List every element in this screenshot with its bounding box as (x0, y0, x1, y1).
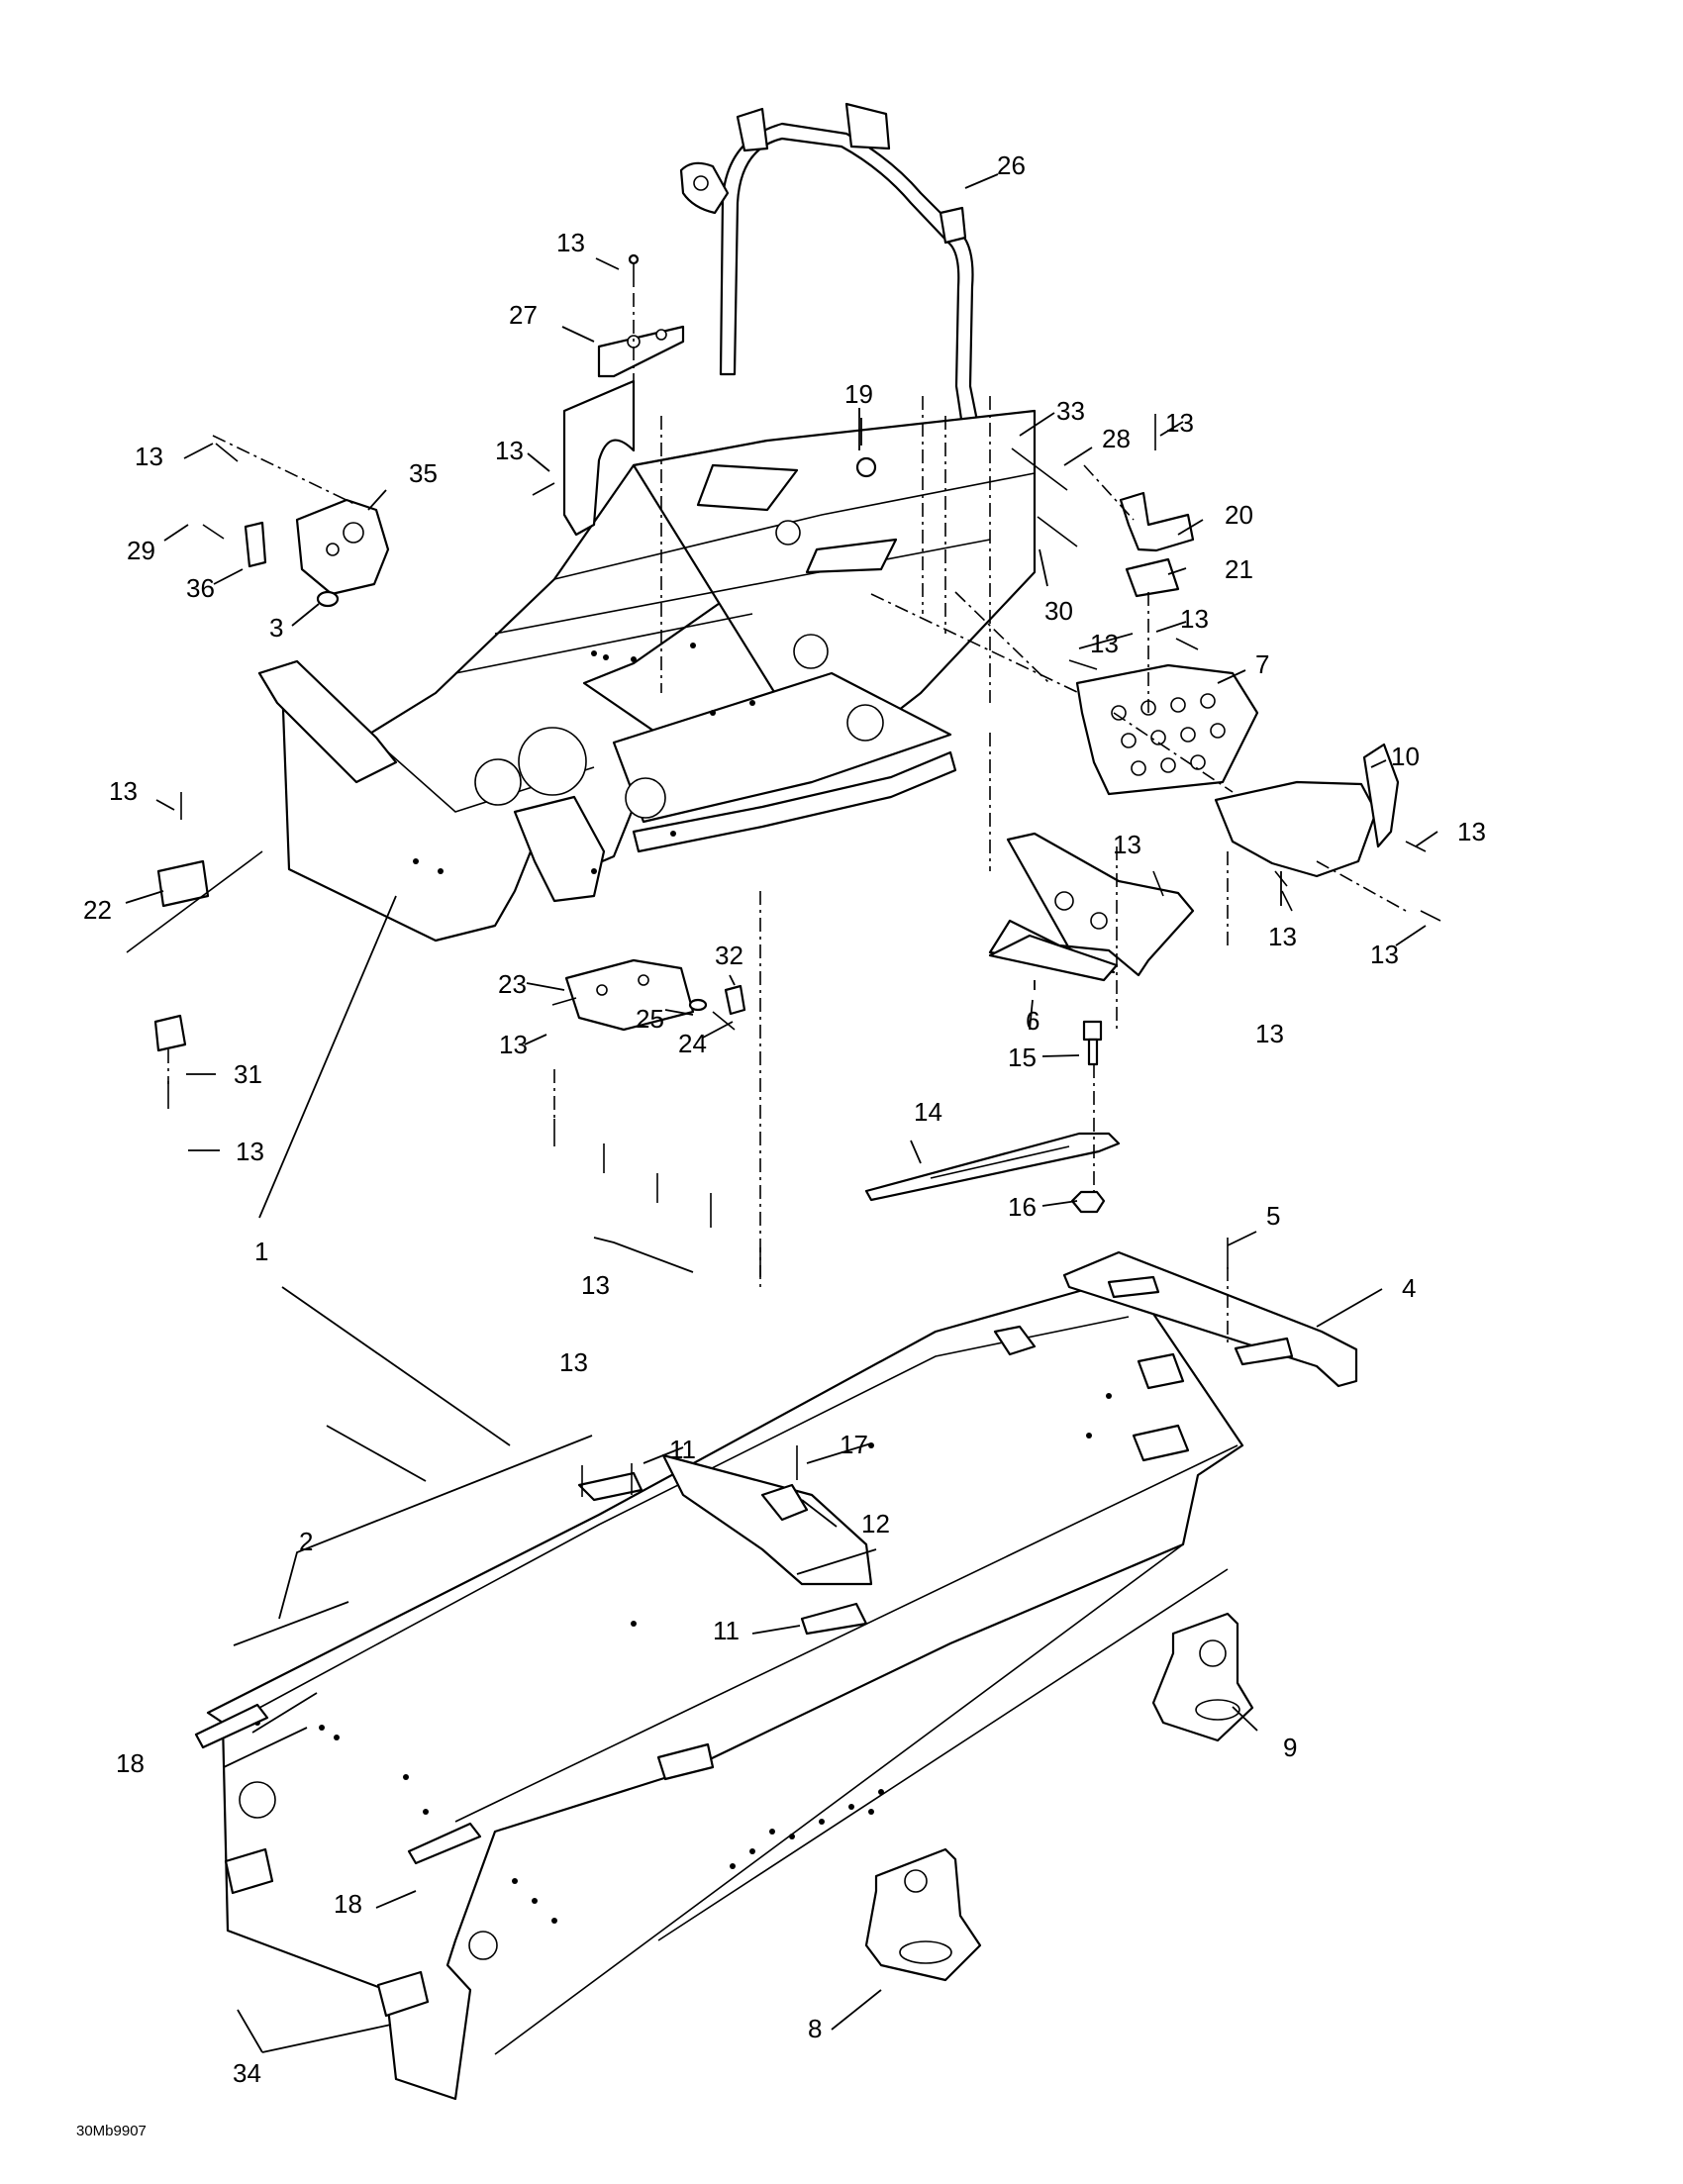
tunnel-part-2 (206, 1275, 1244, 2101)
callout-10: 10 (1391, 742, 1420, 771)
callout-9: 9 (1283, 1733, 1297, 1762)
callout-13-rear: 13 (559, 1347, 588, 1377)
callout-3: 3 (269, 613, 283, 643)
callout-35: 35 (409, 458, 438, 488)
plate-part-34-upper (224, 1847, 274, 1895)
reference-code: 30Mb9907 (76, 2123, 147, 2139)
bracket-part-20 (1119, 491, 1195, 552)
callout-34: 34 (233, 2058, 261, 2088)
front-frame-part-1 (257, 409, 1037, 943)
callout-18-upper: 18 (116, 1748, 145, 1778)
callout-5: 5 (1266, 1201, 1280, 1231)
callout-22: 22 (83, 895, 112, 925)
hinge-bracket-part-23 (564, 958, 695, 1032)
bolt-part-15 (1082, 1020, 1103, 1066)
callout-leaders (125, 173, 1438, 2053)
callout-13-upper-right: 13 (1165, 408, 1194, 438)
callout-20: 20 (1225, 500, 1253, 530)
callout-23: 23 (498, 969, 527, 999)
callout-13-right-g: 13 (1255, 1019, 1284, 1048)
footrest-part-7 (1075, 663, 1259, 796)
bracket-part-6 (988, 832, 1195, 982)
callout-13-top: 13 (556, 228, 585, 257)
callout-2: 2 (299, 1527, 313, 1556)
callout-13-right-f: 13 (1370, 940, 1399, 969)
bracket-part-10 (1214, 743, 1400, 878)
mount-part-8 (864, 1847, 982, 1982)
callout-11-lower: 11 (713, 1616, 740, 1645)
callout-26: 26 (997, 150, 1026, 180)
callout-28: 28 (1102, 424, 1131, 453)
callout-15: 15 (1008, 1042, 1037, 1072)
angle-part-18-lower (407, 1822, 482, 1865)
callout-13-right-e: 13 (1268, 922, 1297, 951)
clip-part-36 (244, 521, 267, 568)
callout-27: 27 (509, 300, 538, 330)
angle-part-18-upper (194, 1703, 269, 1749)
callout-13-clip: 13 (236, 1137, 264, 1166)
callout-8: 8 (808, 2014, 822, 2043)
callout-6: 6 (1026, 1006, 1040, 1036)
bracket-part-35 (295, 498, 390, 596)
callout-31: 31 (234, 1059, 262, 1089)
clip-part-31 (153, 1014, 187, 1052)
callout-13-mid: 13 (495, 436, 524, 465)
washer-part-3 (316, 590, 340, 608)
callout-4: 4 (1402, 1273, 1416, 1303)
callout-25: 25 (636, 1004, 664, 1034)
callout-12: 12 (861, 1509, 890, 1539)
callout-30: 30 (1044, 596, 1073, 626)
callout-13-right-b: 13 (1090, 629, 1119, 658)
callout-7: 7 (1255, 649, 1269, 679)
callout-14: 14 (914, 1097, 942, 1127)
callout-24: 24 (678, 1029, 707, 1058)
rivets-and-fasteners (167, 253, 1441, 1497)
plate-part-21 (1125, 557, 1180, 598)
callout-13-side: 13 (109, 776, 138, 806)
callout-13-right-c: 13 (1113, 830, 1141, 859)
bracket-part-11-lower (800, 1602, 868, 1636)
bracket-part-27 (562, 325, 685, 537)
callout-29: 29 (127, 536, 155, 565)
callout-13-group: 13 (581, 1270, 610, 1300)
callout-21: 21 (1225, 554, 1253, 584)
assembly-lines (167, 293, 1407, 1346)
callout-13-right-d: 13 (1457, 817, 1486, 846)
callout-18-lower: 18 (334, 1889, 362, 1919)
mount-part-9 (1151, 1612, 1254, 1742)
callout-labels: 1 2 3 4 5 6 7 8 9 10 11 11 12 13 13 13 1… (83, 150, 1486, 2088)
cross-member-part-12 (661, 1453, 873, 1586)
clamp-part-22 (126, 850, 263, 953)
callout-36: 36 (186, 573, 215, 603)
callout-17: 17 (840, 1430, 868, 1459)
callout-32: 32 (715, 941, 743, 970)
callout-13-hinge: 13 (499, 1030, 528, 1059)
strap-part-14 (864, 1132, 1121, 1202)
nut-part-16 (1070, 1190, 1106, 1214)
handlebar-support-part-26 (679, 102, 980, 502)
callout-33: 33 (1056, 396, 1085, 426)
callout-19: 19 (844, 379, 873, 409)
bracket-part-11-upper (577, 1471, 644, 1502)
callout-16: 16 (1008, 1192, 1037, 1222)
callout-1: 1 (254, 1237, 268, 1266)
reinforcement-plate-part-4 (1062, 1250, 1358, 1388)
callout-13-right-a: 13 (1180, 604, 1209, 634)
callout-11-upper: 11 (669, 1435, 696, 1464)
nut-part-32 (724, 984, 746, 1016)
callout-13-left: 13 (135, 442, 163, 471)
plate-part-34-lower (376, 1970, 430, 2018)
